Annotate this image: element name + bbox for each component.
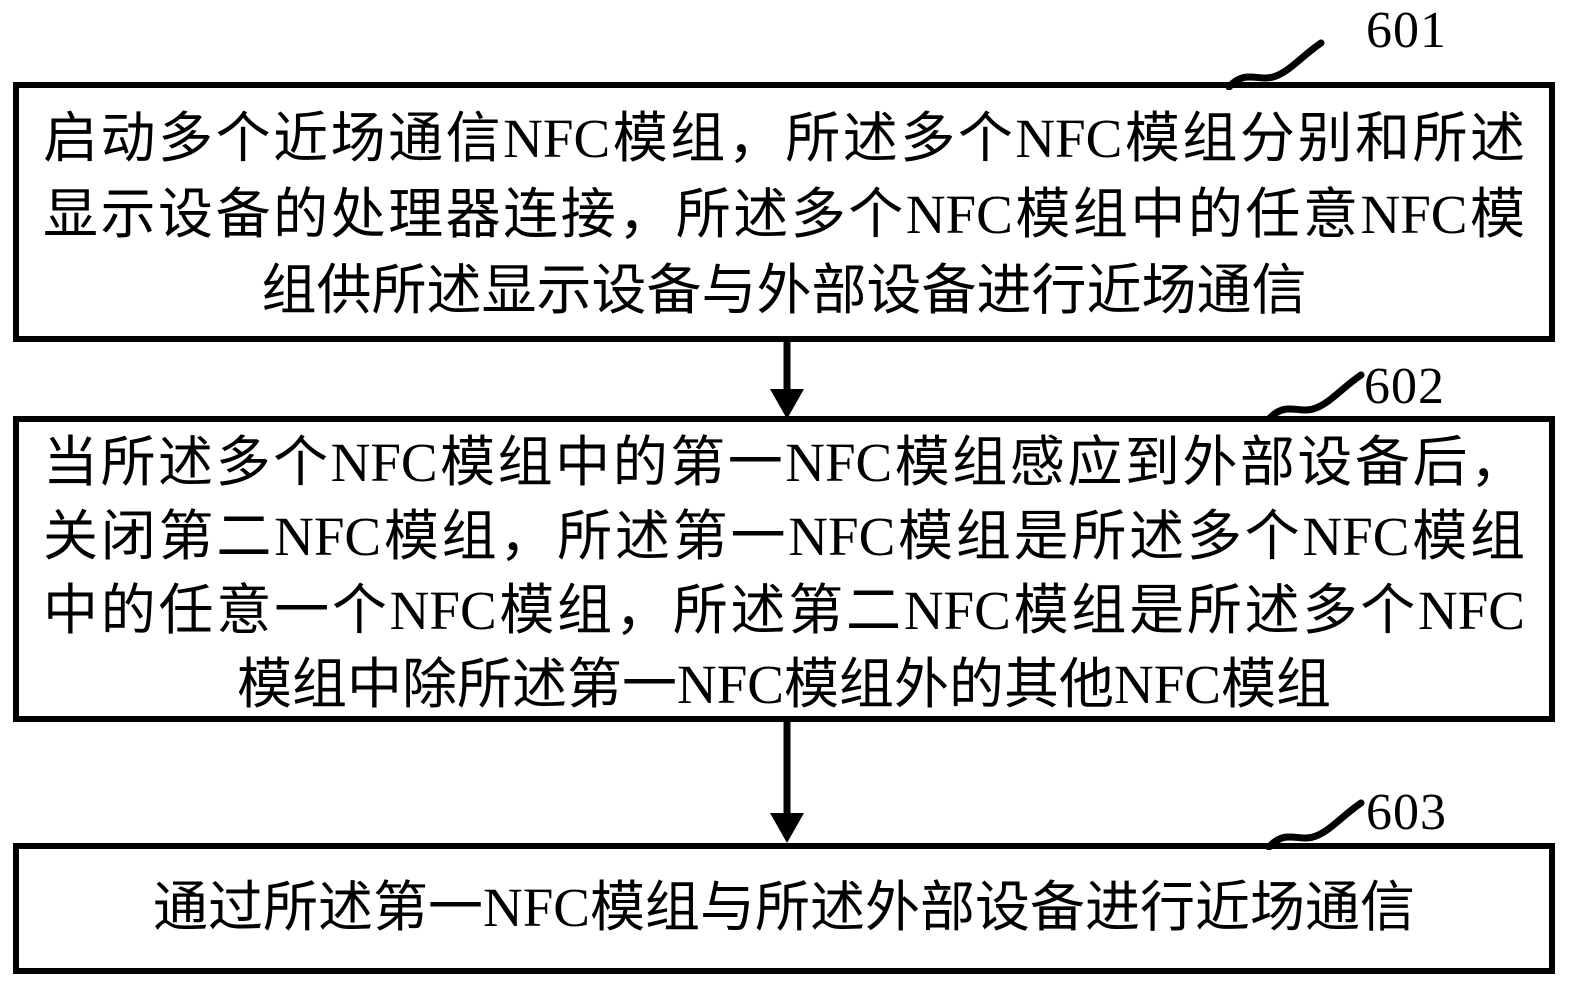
squiggle-icon: [1265, 371, 1365, 423]
step-601-line-3: 组供所述显示设备与外部设备进行近场通信: [261, 260, 1307, 321]
down-arrow-1: [769, 340, 805, 425]
step-602-line-3: 中的任意一个NFC模组，所述第二NFC模组是所述多个NFC: [43, 580, 1525, 641]
ref-lead-squiggle-603: [1265, 798, 1366, 855]
squiggle-icon: [1265, 799, 1365, 851]
ref-label-601: 601: [1366, 2, 1447, 59]
ref-label-603: 603: [1366, 784, 1447, 841]
step-601-line-2: 显示设备的处理器连接，所述多个NFC模组中的任意NFC模: [43, 184, 1525, 245]
ref-label-602: 602: [1364, 358, 1445, 415]
step-602-line-2: 关闭第二NFC模组，所述第一NFC模组是所述多个NFC模组: [43, 506, 1525, 567]
step-603-line-1: 通过所述第一NFC模组与所述外部设备进行近场通信: [153, 877, 1415, 938]
step-602-line-4: 模组中除所述第一NFC模组外的其他NFC模组: [237, 654, 1331, 715]
step-box-602: 当所述多个NFC模组中的第一NFC模组感应到外部设备后， 关闭第二NFC模组，所…: [13, 416, 1555, 722]
down-arrow-icon: [770, 722, 804, 843]
step-602-line-1: 当所述多个NFC模组中的第一NFC模组感应到外部设备后，: [43, 432, 1525, 493]
step-box-603: 通过所述第一NFC模组与所述外部设备进行近场通信: [13, 843, 1555, 974]
ref-lead-squiggle-601: [1225, 38, 1326, 95]
down-arrow-icon: [770, 340, 804, 419]
squiggle-icon: [1225, 39, 1325, 91]
ref-lead-squiggle-602: [1265, 370, 1366, 427]
step-601-line-1: 启动多个近场通信NFC模组，所述多个NFC模组分别和所述: [43, 108, 1525, 169]
step-box-601: 启动多个近场通信NFC模组，所述多个NFC模组分别和所述 显示设备的处理器连接，…: [13, 82, 1555, 342]
down-arrow-2: [769, 722, 805, 849]
